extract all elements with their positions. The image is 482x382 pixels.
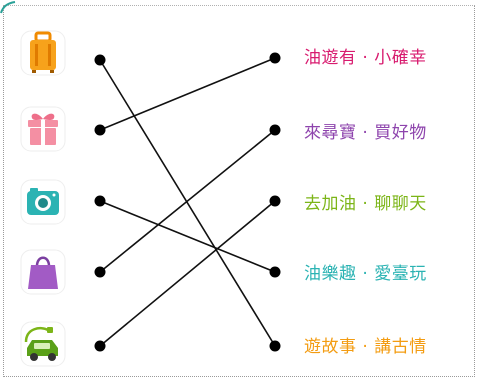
label-5: 遊故事 · 講古情	[304, 337, 427, 357]
gift-icon	[20, 106, 66, 152]
connection-line-2	[99, 57, 276, 131]
label-4: 油樂趣 · 愛臺玩	[304, 264, 427, 284]
label-1: 油遊有 · 小確幸	[304, 48, 427, 68]
shopping-bag-icon	[20, 249, 66, 295]
puzzle-frame	[3, 5, 475, 377]
luggage-icon	[20, 30, 66, 76]
right-dot-3[interactable]	[269, 195, 281, 207]
left-dot-4[interactable]	[94, 266, 106, 278]
electric-car-icon	[20, 321, 66, 367]
left-dot-5[interactable]	[94, 340, 106, 352]
label-3: 去加油 · 聊聊天	[304, 194, 427, 214]
connection-line-5	[99, 200, 276, 347]
right-dot-5[interactable]	[269, 340, 281, 352]
connection-line-4	[99, 129, 276, 273]
right-dot-4[interactable]	[269, 266, 281, 278]
corner-decoration	[0, 1, 16, 14]
connection-line-3	[99, 200, 276, 273]
left-dot-1[interactable]	[94, 54, 106, 66]
camera-icon	[20, 179, 66, 225]
right-dot-1[interactable]	[269, 52, 281, 64]
connection-line-1	[99, 59, 276, 347]
left-dot-2[interactable]	[94, 124, 106, 136]
right-dot-2[interactable]	[269, 124, 281, 136]
label-2: 來尋寶 · 買好物	[304, 123, 427, 143]
left-dot-3[interactable]	[94, 195, 106, 207]
